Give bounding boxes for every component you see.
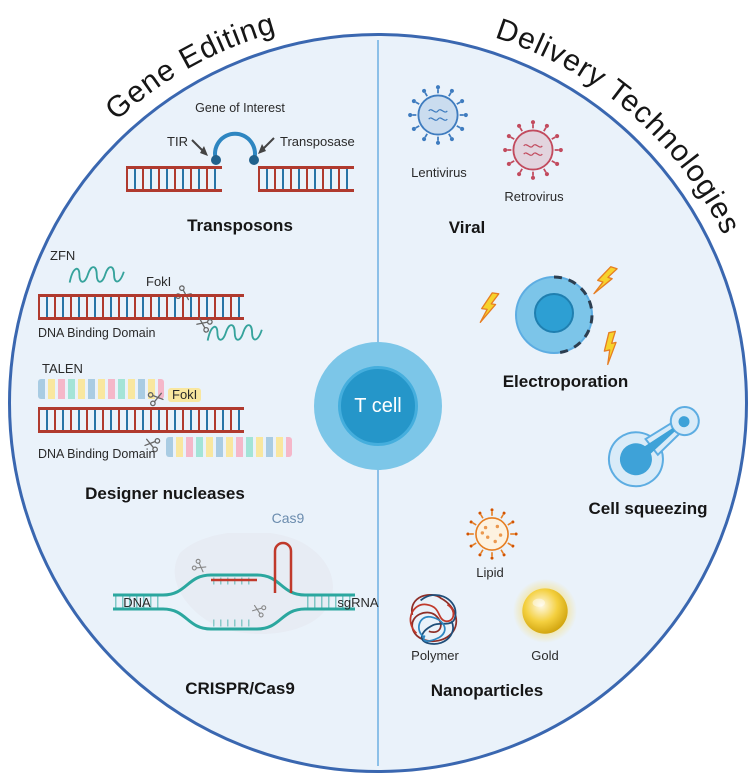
retrovirus-icon (500, 117, 566, 183)
transposons-title: Transposons (187, 216, 293, 235)
electroporation-title: Electroporation (502, 372, 629, 391)
lipid-nanoparticle-icon (466, 508, 518, 560)
dna-binding-domain-talen-label: DNA Binding Domain (38, 447, 156, 461)
tir-label: TIR (167, 134, 188, 149)
foki-zfn-label: FokI (146, 274, 172, 289)
zinc-finger-squiggle-icon (44, 262, 156, 288)
lentivirus-icon (405, 82, 471, 148)
zfn-label: ZFN (50, 248, 76, 263)
crispr-cas9-complex-icon (113, 533, 355, 634)
dna-strand-left (126, 166, 222, 192)
dna-strand-right (258, 166, 354, 192)
crispr-cas9-title: CRISPR/Cas9 (185, 679, 295, 698)
transposon-loop-icon (191, 131, 275, 165)
lentivirus-label: Lentivirus (411, 165, 467, 180)
sgrna-label: sgRNA (337, 595, 379, 610)
lipid-label: Lipid (476, 565, 504, 580)
gold-label: Gold (531, 648, 559, 663)
dna-binding-domain-zfn-label: DNA Binding Domain (38, 326, 156, 340)
t-cell-nucleus: T cell (338, 366, 418, 446)
talen-repeat-array-icon (166, 437, 292, 457)
polymer-label: Polymer (411, 648, 459, 663)
talen-repeat-array-icon (38, 379, 164, 399)
cell-squeezing-title: Cell squeezing (588, 499, 708, 518)
transposase-label: Transposase (280, 134, 355, 149)
dna-strand-zfn (38, 294, 244, 320)
dna-label: DNA (123, 595, 151, 610)
gene-of-interest-label: Gene of Interest (195, 101, 285, 115)
retrovirus-label: Retrovirus (504, 189, 564, 204)
polymer-nanoparticle-icon (409, 594, 458, 645)
foki-talen-label: FokI (168, 387, 202, 403)
viral-title: Viral (448, 218, 486, 237)
cell-squeezing-icon (607, 406, 700, 488)
t-cell-label: T cell (354, 394, 402, 417)
nanoparticles-title: Nanoparticles (430, 681, 544, 700)
dna-strand-talen (38, 407, 244, 433)
gold-nanoparticle-icon (513, 579, 577, 643)
cas9-label: Cas9 (271, 510, 305, 526)
designer-nucleases-title: Designer nucleases (85, 484, 245, 503)
electroporated-cell-icon (515, 275, 594, 355)
talen-label: TALEN (42, 361, 83, 376)
